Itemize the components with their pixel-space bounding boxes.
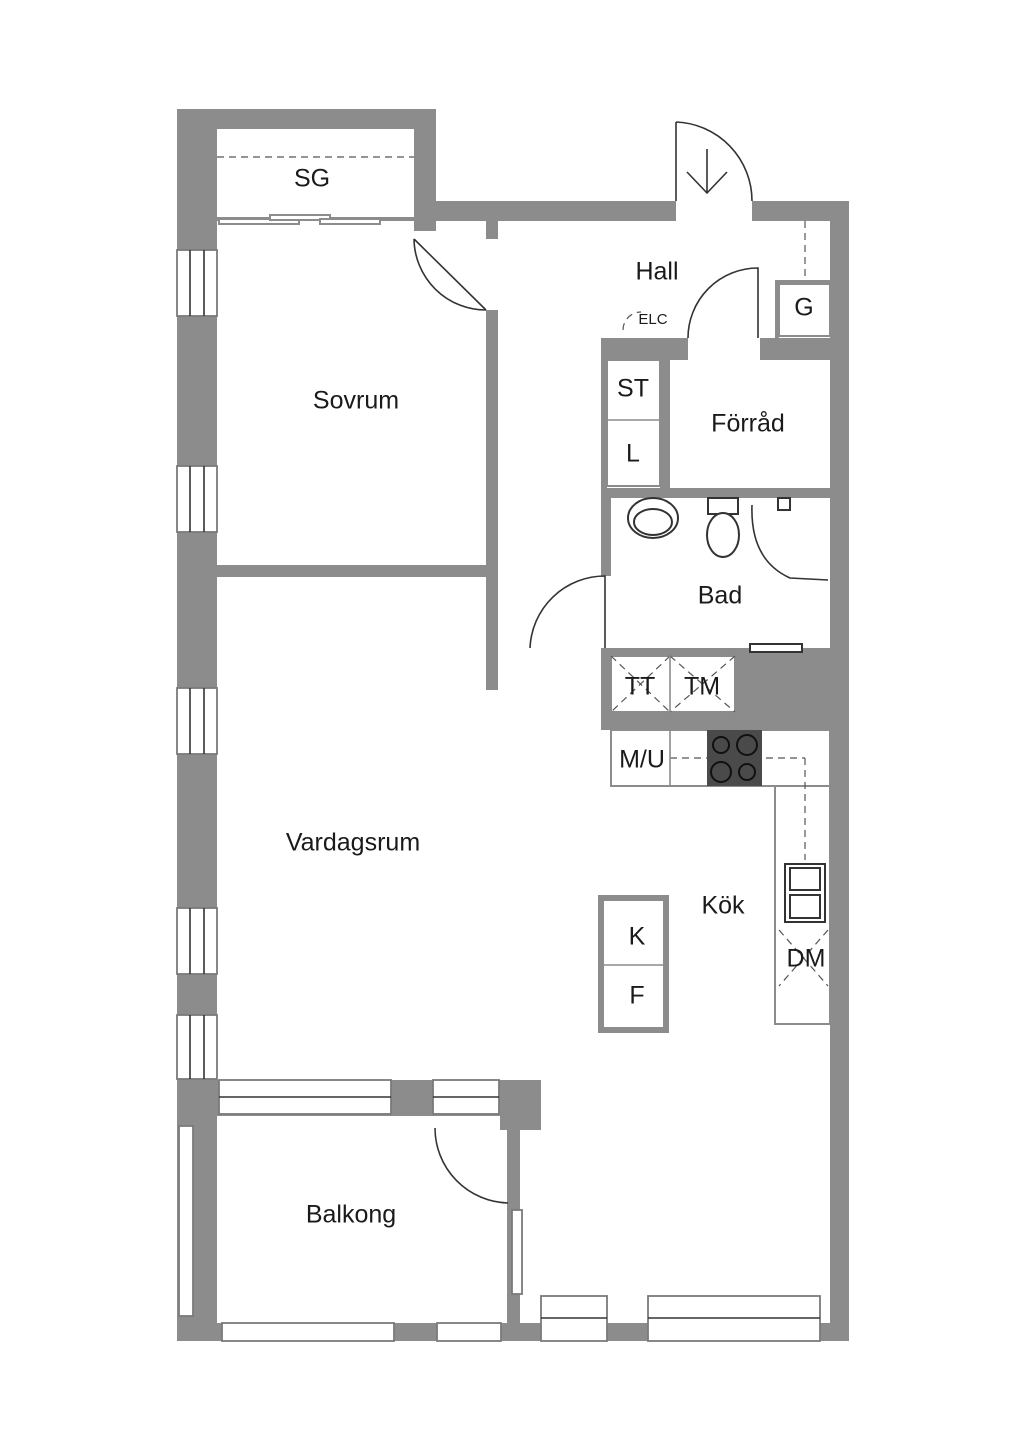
label-g: G	[794, 294, 813, 322]
label-sovrum: Sovrum	[313, 387, 399, 415]
fixtures	[217, 156, 831, 1033]
doors	[413, 121, 759, 1204]
label-kok: Kök	[701, 892, 745, 920]
label-forrad: Förråd	[711, 410, 785, 438]
interior-walls	[217, 217, 830, 730]
windows	[176, 249, 821, 1342]
label-dm: DM	[787, 945, 826, 973]
label-vardagsrum: Vardagsrum	[286, 829, 420, 857]
label-tt: TT	[625, 673, 656, 701]
label-l: L	[626, 440, 640, 468]
label-mu: M/U	[619, 746, 665, 774]
label-st: ST	[617, 375, 649, 403]
label-tm: TM	[684, 673, 720, 701]
label-k: K	[629, 923, 646, 951]
label-f: F	[629, 982, 644, 1010]
label-elc: ELC	[638, 311, 667, 328]
label-balkong: Balkong	[306, 1201, 396, 1229]
room-labels: SG Hall ELC G Sovrum ST L Förråd Bad TT …	[286, 165, 826, 1229]
label-bad: Bad	[698, 582, 742, 610]
label-sg: SG	[294, 165, 330, 193]
label-hall: Hall	[635, 258, 678, 286]
